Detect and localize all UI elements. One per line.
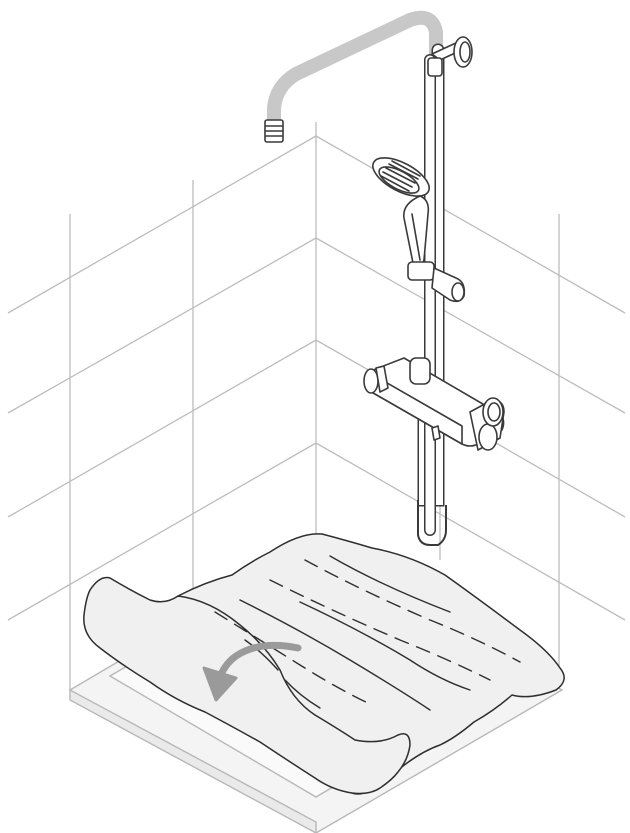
shower-arm	[265, 18, 436, 142]
hand-shower	[367, 150, 464, 301]
cleaning-cloth	[84, 534, 564, 794]
shower-system	[265, 18, 504, 545]
